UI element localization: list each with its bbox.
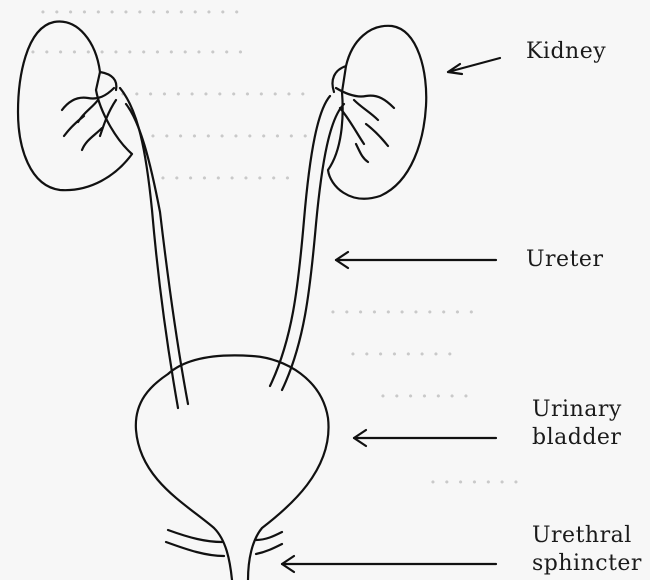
label-urinary-bladder: Urinary bladder [532,396,622,452]
label-ureter: Ureter [526,246,603,274]
urinary-bladder-arrow [354,430,496,446]
kidney-arrow [448,58,500,74]
left-kidney-outline [18,22,132,191]
label-urinary-bladder-line1: Urinary [532,396,622,424]
left-kidney-calyces [62,88,116,150]
left-ureter [120,88,178,408]
label-urinary-bladder-line2: bladder [532,424,622,452]
urethral-sphincter-upper [168,530,282,542]
label-urethral-sphincter: Urethral sphincter [532,522,642,578]
label-urethral-sphincter-line1: Urethral [532,522,642,550]
label-kidney: Kidney [526,38,606,66]
urethral-sphincter-arrow [282,556,496,572]
urinary-bladder [136,355,329,580]
right-kidney-calyces [336,88,394,162]
ureter-arrow [336,252,496,268]
label-urethral-sphincter-line2: sphincter [532,550,642,578]
